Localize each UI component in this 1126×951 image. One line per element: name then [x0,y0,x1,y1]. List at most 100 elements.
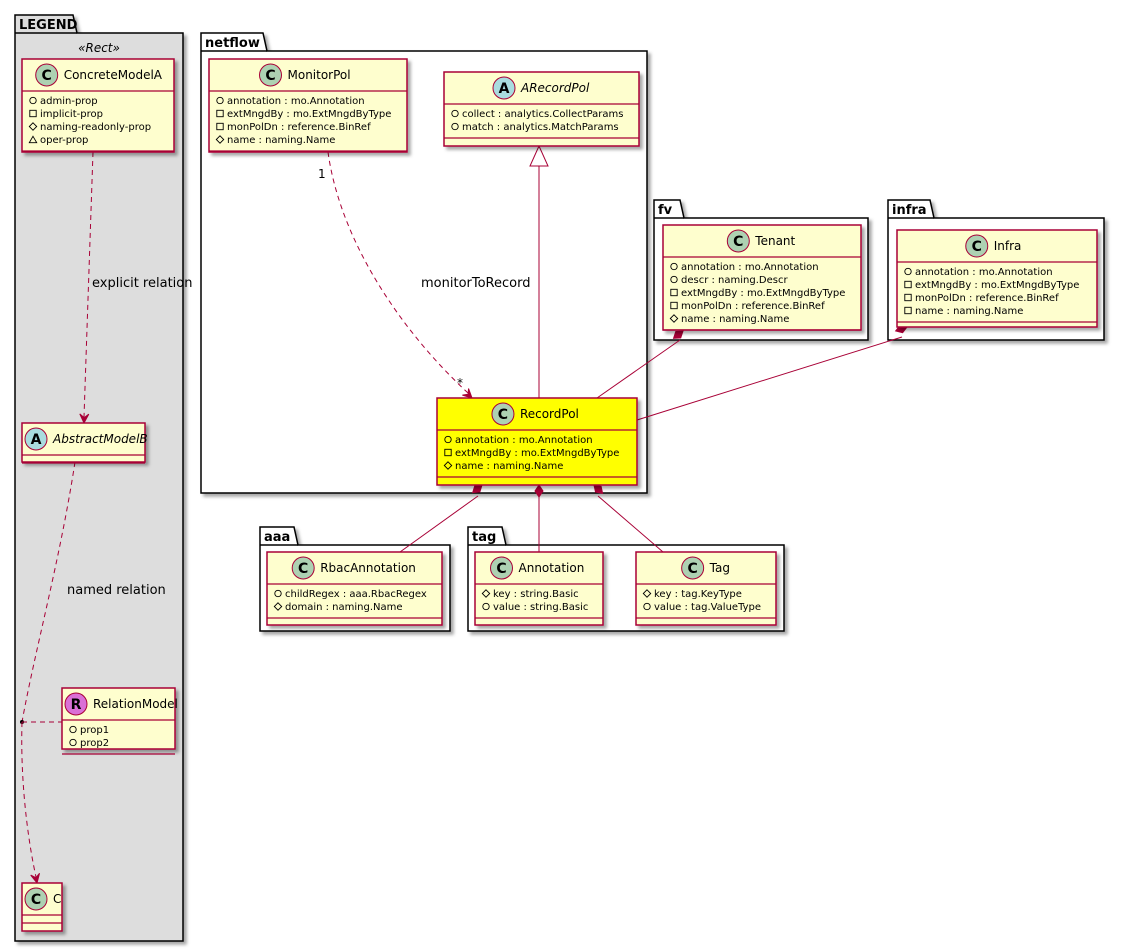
package-visibility-icon [28,135,38,144]
explicit-relation-line [83,151,94,418]
explicit-relation-label: explicit relation [92,276,192,291]
package-legend: LEGEND [14,14,184,942]
public-visibility-icon [451,122,459,131]
class-type-icon [490,556,513,580]
class-name: MonitorPol [288,68,351,82]
public-visibility-icon [451,109,459,118]
class-type-icon [492,76,516,100]
public-visibility-icon [274,589,282,598]
class-type-letter: C [498,407,508,423]
class-type-letter: R [71,697,82,713]
named-relation-line [21,461,76,723]
private-visibility-icon [904,280,912,289]
class-attribute: monPolDn : reference.BinRef [915,293,1059,304]
private-visibility-icon [216,109,224,118]
package-title: aaa [264,530,290,545]
public-visibility-icon [670,275,678,284]
tenant-composition-line [596,339,681,399]
class-type-icon [965,234,989,258]
class-attribute: childRegex : aaa.RbacRegex [285,589,427,600]
class-type-letter: C [42,68,52,84]
package-title: tag [472,530,496,545]
tenant-composition-diamond-icon [672,330,684,339]
annotation-composition-diamond-icon [534,484,544,498]
legend-stereotype: «Rect» [78,41,120,55]
class-name: RbacAnnotation [320,561,416,575]
class-name: Annotation [519,561,585,575]
class-type-letter: C [972,239,982,255]
protected-visibility-icon [481,589,491,598]
protected-visibility-icon [215,135,225,144]
public-visibility-icon [216,96,224,105]
monitor-to-record-label: monitorToRecord [421,276,530,291]
infra-composition-line [636,336,903,421]
public-visibility-icon [444,435,452,444]
private-visibility-icon [29,109,37,118]
class-attribute: implicit-prop [40,109,103,120]
monitor-to-record-arrow-icon [462,388,473,399]
package-title: fv [658,203,673,218]
class-name: RelationModel [93,697,178,711]
protected-visibility-icon [28,122,38,131]
public-visibility-icon [904,267,912,276]
class-type-letter: C [496,561,506,577]
class-attribute: extMngdBy : mo.ExtMngdByType [455,448,619,459]
package-title: netflow [205,36,260,51]
package-title: infra [892,203,927,218]
class-attribute: value : tag.ValueType [654,602,761,613]
protected-visibility-icon [669,314,679,323]
class-name: ConcreteModelA [64,68,163,82]
class-attribute: match : analytics.MatchParams [462,122,619,133]
class-name: Tenant [754,234,795,248]
public-visibility-icon [670,262,678,271]
class-attribute: admin-prop [40,96,98,107]
class-type-icon [491,402,515,426]
protected-visibility-icon [443,461,453,470]
class-type-icon [681,556,705,580]
class-type-icon [259,63,282,87]
class-concreteA[interactable]: C ConcreteModelA admin-prop implicit-prop na… [21,58,175,153]
class-attribute: prop2 [80,738,109,749]
private-visibility-icon [904,306,912,315]
class-attribute: oper-prop [40,135,88,146]
private-visibility-icon [216,122,224,131]
private-visibility-icon [904,293,912,302]
named-relation-arrow-icon [30,872,41,885]
class-type-letter: C [733,234,743,250]
class-type-icon [24,427,48,451]
private-visibility-icon [444,448,452,457]
monitor-to-record-line [327,151,469,394]
class-tenant[interactable]: C Tenant annotation : mo.Annotation descr :… [662,224,862,331]
class-name: ARecordPol [520,81,590,95]
class-attribute: descr : naming.Descr [681,275,788,286]
tag-composition-line [597,495,664,553]
class-attribute: extMngdBy : mo.ExtMngdByType [227,109,391,120]
rbac-composition-line [399,495,479,553]
class-attribute: domain : naming.Name [285,602,403,613]
public-visibility-icon [29,96,37,105]
class-attribute: collect : analytics.CollectParams [462,109,623,120]
class-attribute: annotation : mo.Annotation [681,262,819,273]
protected-visibility-icon [642,589,652,598]
class-name: C [53,892,61,906]
explicit-relation-arrow-icon [79,413,90,425]
class-attribute: annotation : mo.Annotation [227,96,365,107]
class-attribute: annotation : mo.Annotation [915,267,1053,278]
class-attribute: naming-readonly-prop [40,122,151,133]
class-attribute: name : naming.Name [227,135,335,146]
class-attribute: monPolDn : reference.BinRef [681,301,825,312]
class-attribute: monPolDn : reference.BinRef [227,122,371,133]
public-visibility-icon [482,602,490,611]
class-type-letter: A [31,432,42,448]
